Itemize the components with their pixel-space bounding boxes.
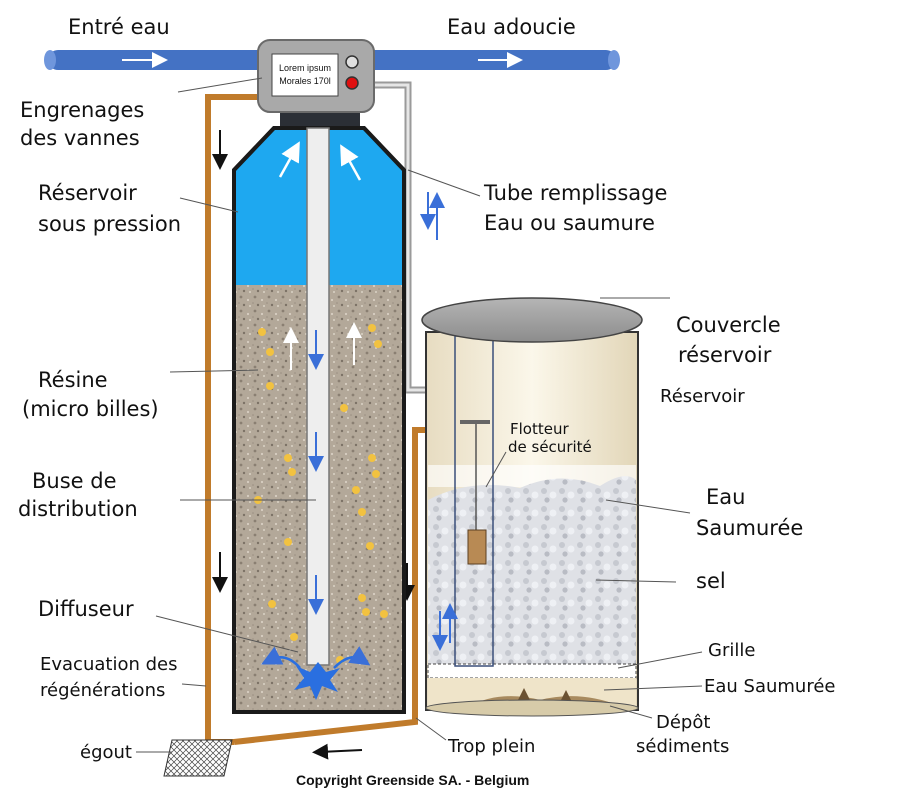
tank-lid: [421, 297, 643, 343]
leader-lines: [136, 77, 703, 753]
sewer-drain-grate: [163, 739, 233, 777]
label-reservoir: Réservoir: [660, 386, 745, 407]
label-flotteur-1: Flotteur: [510, 420, 569, 438]
label-grille: Grille: [708, 640, 755, 661]
label-couvercle-1: Couvercle: [676, 313, 781, 337]
label-buse-2: distribution: [18, 497, 138, 521]
display-line-2: Morales 170l: [279, 76, 331, 86]
label-buse-1: Buse de: [32, 469, 117, 493]
label-entree-eau: Entré eau: [68, 15, 170, 39]
label-eau-saumuree-2: Saumurée: [696, 516, 803, 540]
label-engrenages-1: Engrenages: [20, 98, 144, 122]
display-line-1: Lorem ipsum: [279, 63, 331, 73]
copyright-text: Copyright Greenside SA. - Belgium: [296, 772, 529, 788]
label-couvercle-2: réservoir: [678, 343, 772, 367]
label-eau-saumuree-bas: Eau Saumurée: [704, 676, 836, 697]
status-light-off: [345, 55, 359, 69]
label-flotteur-2: de sécurité: [508, 438, 592, 456]
label-eau-adoucie: Eau adoucie: [447, 15, 576, 39]
diffuser: [261, 646, 371, 700]
label-reservoir-pression-1: Réservoir: [38, 181, 137, 205]
label-resine-2: (micro billes): [22, 397, 159, 421]
brine-tank: [421, 297, 643, 717]
label-sel: sel: [696, 569, 726, 593]
label-tube-remplissage-1: Tube remplissage: [483, 181, 667, 205]
label-eau-saumuree-1: Eau: [706, 485, 745, 509]
label-evacuation-2: régénérations: [40, 680, 165, 701]
label-trop-plein: Trop plein: [447, 736, 535, 757]
control-valve-head: Lorem ipsum Morales 170l: [257, 39, 375, 113]
resin-beads: [254, 324, 388, 664]
label-engrenages-2: des vannes: [20, 126, 140, 150]
label-depot-1: Dépôt: [656, 712, 710, 733]
label-diffuseur: Diffuseur: [38, 597, 134, 621]
label-reservoir-pression-2: sous pression: [38, 212, 181, 236]
pressure-vessel: [232, 110, 406, 714]
label-depot-2: sédiments: [636, 736, 729, 757]
label-evacuation-1: Evacuation des: [40, 654, 177, 675]
label-tube-remplissage-2: Eau ou saumure: [484, 211, 655, 235]
label-egout: égout: [80, 742, 132, 763]
status-light-red: [345, 76, 359, 90]
labels: Entré eau Eau adoucie Engrenages des van…: [18, 15, 836, 788]
label-resine-1: Résine: [38, 368, 108, 392]
